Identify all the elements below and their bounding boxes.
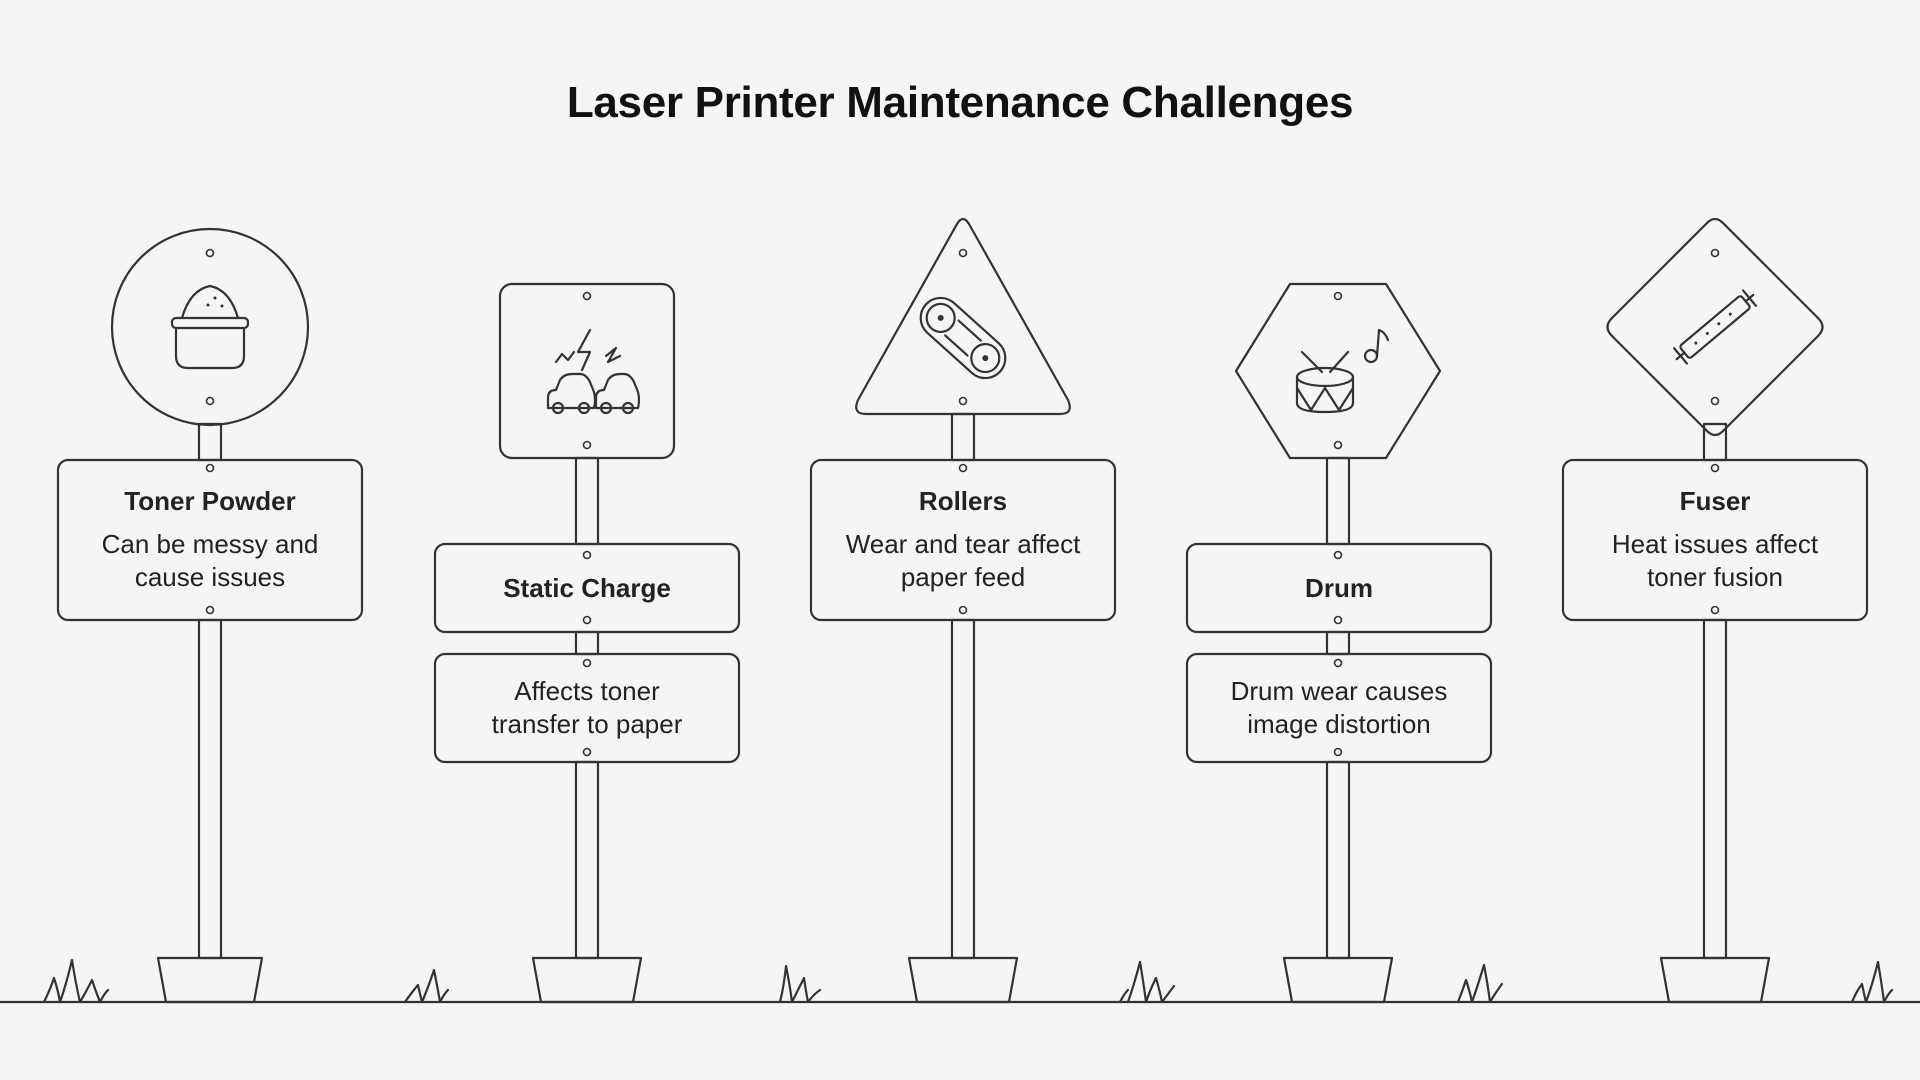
post-base	[531, 956, 643, 1004]
board-rivet	[1333, 550, 1343, 560]
board-rivet	[1333, 658, 1343, 668]
sign-drum-desc: Drum wear causes image distortion	[1187, 654, 1491, 762]
sign-static-charge-desc: Affects toner transfer to paper	[435, 654, 739, 762]
post-base	[1282, 956, 1394, 1004]
post-pole	[574, 760, 600, 960]
rollers-icon	[919, 296, 1007, 380]
post-neck	[574, 630, 600, 656]
grass-tuft	[1118, 960, 1176, 1004]
board-rivet	[582, 658, 592, 668]
title-board	[433, 542, 741, 634]
static-cars-icon	[546, 328, 641, 415]
title-board	[56, 458, 364, 622]
sign-rivet	[205, 248, 215, 258]
sign-fuser-text: Fuser Heat issues affect toner fusion	[1563, 470, 1867, 610]
board-rivet	[582, 747, 592, 757]
page-title: Laser Printer Maintenance Challenges	[566, 78, 1354, 127]
board-rivet	[205, 605, 215, 615]
sign-rivet	[958, 248, 968, 258]
toner-bag-icon	[170, 284, 250, 370]
title-board	[1185, 542, 1493, 634]
sign-heading: Drum	[1305, 573, 1373, 603]
post-neck	[1325, 456, 1351, 546]
sign-rivet	[1710, 248, 1720, 258]
grass-tuft	[1850, 960, 1894, 1004]
sign-rivet	[1333, 440, 1343, 450]
grass-tuft	[1456, 963, 1504, 1004]
post-pole	[1702, 618, 1728, 960]
signpost-fuser	[1561, 217, 1869, 1004]
grass-tuft	[778, 964, 822, 1004]
board-rivet	[958, 463, 968, 473]
board-rivet	[1333, 747, 1343, 757]
sign-description: Affects toner transfer to paper	[491, 676, 683, 739]
grass-tuft	[42, 958, 110, 1004]
sign-drum-heading: Drum	[1187, 544, 1491, 632]
signpost-toner-powder	[56, 227, 364, 1004]
sign-triangle	[855, 217, 1071, 416]
post-neck	[950, 412, 976, 462]
post-neck	[1325, 630, 1351, 656]
board-rivet	[582, 550, 592, 560]
sign-diamond	[1606, 217, 1824, 437]
sign-toner-powder-text: Toner Powder Can be messy and cause issu…	[58, 470, 362, 610]
fuser-icon	[1673, 289, 1757, 365]
sign-hexagon	[1234, 282, 1442, 460]
drum-icon	[1295, 328, 1390, 414]
signpost-static-charge	[433, 282, 741, 1004]
sign-heading: Static Charge	[503, 573, 671, 603]
sign-rollers-text: Rollers Wear and tear affect paper feed	[811, 470, 1115, 610]
sign-rivet	[205, 396, 215, 406]
ground	[0, 958, 1920, 1004]
sign-rivet	[1333, 291, 1343, 301]
post-neck	[574, 456, 600, 546]
post-neck	[1702, 422, 1728, 462]
sign-description: Heat issues affect toner fusion	[1611, 529, 1819, 592]
signpost-rollers	[809, 217, 1117, 1004]
title-board	[1561, 458, 1869, 622]
post-pole	[1325, 760, 1351, 960]
sign-rivet	[582, 291, 592, 301]
board-rivet	[1333, 615, 1343, 625]
post-pole	[197, 618, 223, 960]
description-board	[433, 652, 741, 764]
board-rivet	[1710, 605, 1720, 615]
post-base	[907, 956, 1019, 1004]
sign-rivet	[958, 396, 968, 406]
board-rivet	[205, 463, 215, 473]
board-rivet	[1710, 463, 1720, 473]
sign-static-charge-heading: Static Charge	[435, 544, 739, 632]
title-board	[809, 458, 1117, 622]
sign-rivet	[582, 440, 592, 450]
sign-heading: Fuser	[1679, 486, 1751, 516]
post-pole	[950, 618, 976, 960]
sign-description: Drum wear causes image distortion	[1230, 676, 1448, 739]
board-rivet	[958, 605, 968, 615]
post-neck	[197, 422, 223, 462]
sign-description: Can be messy and cause issues	[101, 529, 319, 592]
sign-rivet	[1710, 396, 1720, 406]
board-rivet	[582, 615, 592, 625]
signpost-drum	[1185, 282, 1493, 1004]
grass-tuft	[403, 968, 450, 1004]
sign-heading: Toner Powder	[124, 486, 296, 516]
sign-heading: Rollers	[918, 486, 1008, 516]
sign-description: Wear and tear affect paper feed	[845, 529, 1081, 592]
description-board	[1185, 652, 1493, 764]
sign-circle	[110, 227, 310, 427]
post-base	[156, 956, 264, 1004]
sign-square	[498, 282, 676, 460]
post-base	[1659, 956, 1771, 1004]
